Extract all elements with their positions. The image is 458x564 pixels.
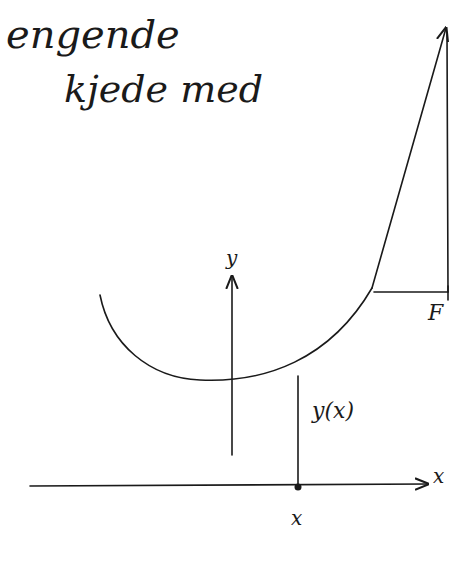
axis-label: x bbox=[433, 466, 444, 486]
vertical-component bbox=[447, 34, 448, 292]
x-axis bbox=[30, 484, 428, 486]
force-tick bbox=[447, 286, 449, 300]
function-label: y(x) bbox=[312, 400, 354, 422]
point-label: x bbox=[291, 508, 302, 528]
tangent-force bbox=[372, 28, 446, 288]
y-axis bbox=[231, 276, 233, 455]
force-label: F bbox=[428, 302, 443, 324]
horizontal-force bbox=[374, 291, 448, 293]
title-word: kjede med bbox=[64, 70, 263, 108]
x-point bbox=[295, 484, 302, 491]
axis-label: y bbox=[226, 248, 237, 268]
ordinate-line bbox=[297, 376, 299, 486]
chain-curve bbox=[100, 288, 372, 380]
title-word: engende bbox=[6, 14, 180, 54]
